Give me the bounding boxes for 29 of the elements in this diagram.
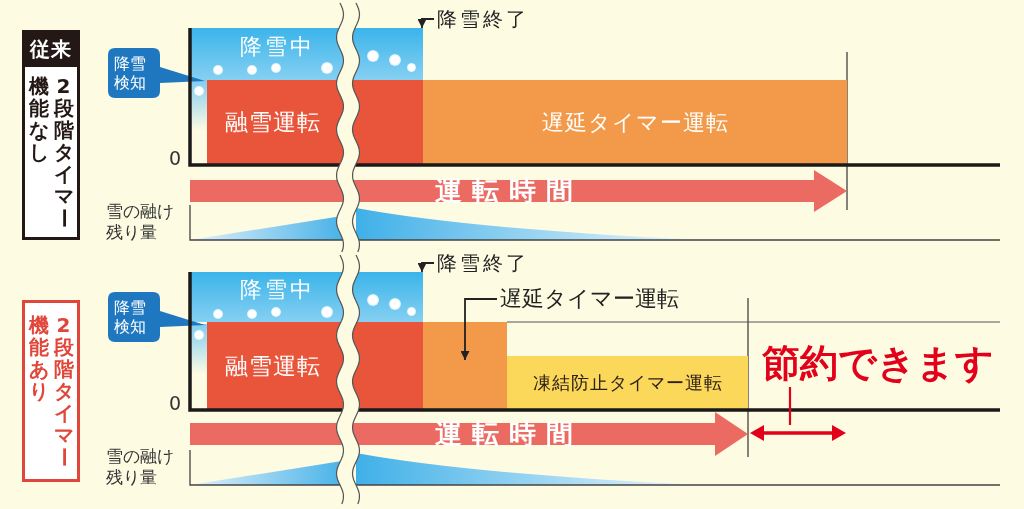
snowfall-band: 降雪中 xyxy=(190,28,423,80)
axis-label: 0 xyxy=(169,148,182,168)
axis-label: 雪の融け残り量 xyxy=(106,201,175,243)
vertical-label: 2段階タイマー機能あり xyxy=(27,314,76,468)
block-arrow: 運転時間 xyxy=(190,412,748,456)
axis-label: 0 xyxy=(169,393,182,413)
leader-arrow xyxy=(460,298,498,361)
axis-label: 雪の融け残り量 xyxy=(106,446,175,488)
operation-bar: 融雪運転 xyxy=(207,322,423,410)
operation-bar: 遅延タイマー運転 xyxy=(423,80,847,165)
annotation-text: 降雪終了 xyxy=(437,6,529,32)
annotation-text: 降雪終了 xyxy=(437,250,529,276)
operation-bar xyxy=(423,322,507,410)
snowfall-band: 降雪中 xyxy=(190,272,423,322)
double-headed-arrow xyxy=(750,425,846,441)
emphasis-text: 節約できます xyxy=(762,340,994,386)
label-box xyxy=(22,30,80,240)
operation-bar: 凍結防止タイマー運転 xyxy=(507,356,748,410)
vertical-label: 2段階タイマー機能なし xyxy=(27,75,76,229)
callout-bubble: 降雪検知 xyxy=(108,292,205,342)
callout-bubble: 降雪検知 xyxy=(108,48,205,98)
leader-arrow xyxy=(417,18,435,29)
leader-arrow xyxy=(417,262,435,273)
header-label: 従来 xyxy=(25,33,77,67)
annotation-text: 遅延タイマー運転 xyxy=(500,286,679,312)
label-box xyxy=(22,300,80,482)
leader-line xyxy=(788,387,792,425)
block-arrow: 運転時間 xyxy=(190,170,847,212)
operation-bar: 融雪運転 xyxy=(207,80,423,165)
